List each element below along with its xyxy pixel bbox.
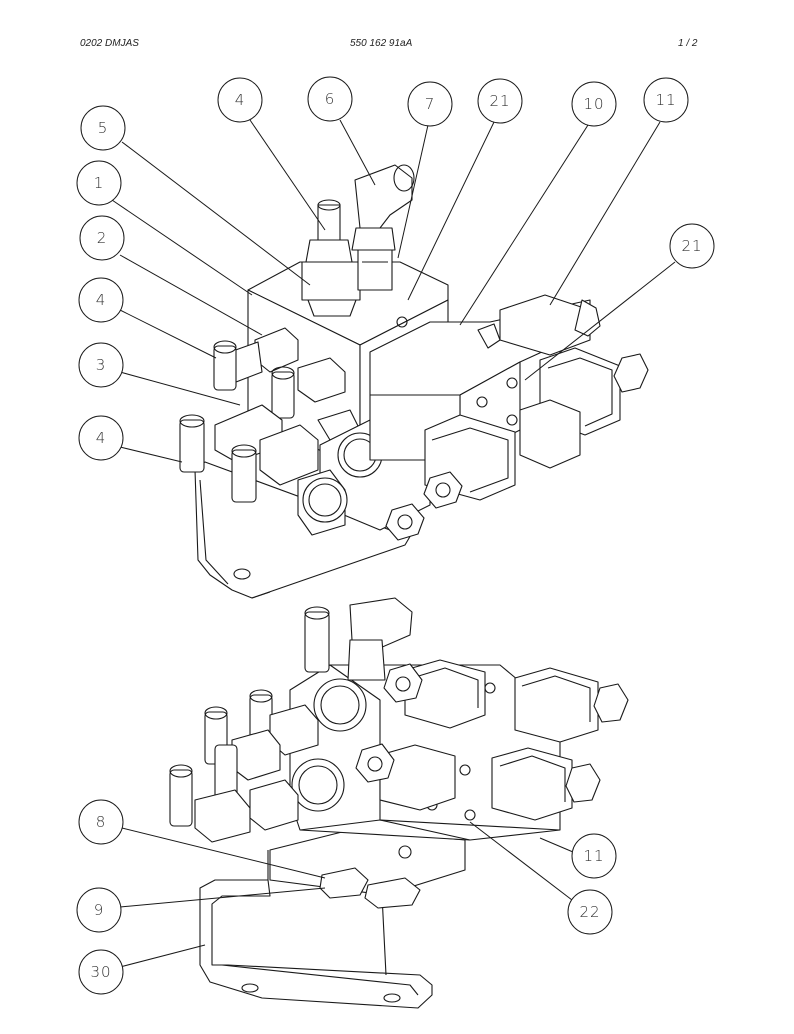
svg-text:30: 30 xyxy=(90,963,111,981)
bottom-top-fittings xyxy=(304,597,413,681)
svg-text:4: 4 xyxy=(96,291,107,309)
bottom-solenoids xyxy=(379,659,599,821)
bottom-left-fittings xyxy=(169,689,319,843)
svg-text:11: 11 xyxy=(655,91,676,109)
bottom-assembly xyxy=(169,597,629,1009)
bottom-mounting-bracket xyxy=(199,850,433,1009)
svg-text:21: 21 xyxy=(681,237,702,255)
svg-text:7: 7 xyxy=(425,95,436,113)
bottom-lower-block xyxy=(269,829,466,909)
bottom-cartridges xyxy=(291,678,367,812)
callout-bubble: 5 xyxy=(80,105,126,151)
svg-text:1: 1 xyxy=(94,174,105,192)
bottom-hex-nuts xyxy=(355,663,629,803)
callout-bubble: 4 xyxy=(78,415,124,461)
svg-text:21: 21 xyxy=(489,92,510,110)
header-drawing-code: 0202 DMJAS xyxy=(80,38,139,49)
svg-text:4: 4 xyxy=(235,91,246,109)
svg-text:2: 2 xyxy=(97,229,108,247)
callout-bubble: 6 xyxy=(307,76,353,122)
callout-bubble: 30 xyxy=(78,949,124,995)
top-fitting-elbow xyxy=(351,164,415,291)
top-fitting-straight xyxy=(301,199,361,317)
callout-bubble: 21 xyxy=(477,78,523,124)
svg-text:9: 9 xyxy=(94,901,105,919)
callout-bubble: 11 xyxy=(643,77,689,123)
callout-bubble: 4 xyxy=(78,277,124,323)
svg-text:10: 10 xyxy=(583,95,604,113)
top-hex-nuts xyxy=(385,299,649,541)
svg-text:4: 4 xyxy=(96,429,107,447)
callout-bubble: 2 xyxy=(79,215,125,261)
svg-text:5: 5 xyxy=(98,119,109,137)
svg-text:8: 8 xyxy=(96,813,107,831)
top-assembly xyxy=(179,164,649,599)
callout-bubble: 11 xyxy=(571,833,617,879)
svg-text:11: 11 xyxy=(583,847,604,865)
callout-bubble: 7 xyxy=(407,81,453,127)
svg-text:22: 22 xyxy=(579,903,600,921)
callout-bubbles: 4 6 7 21 10 11 5 1 2 21 4 3 4 8 11 9 22 … xyxy=(76,76,715,995)
callout-bubble: 8 xyxy=(78,799,124,845)
leader-lines xyxy=(111,119,676,968)
svg-text:6: 6 xyxy=(325,90,336,108)
top-left-fittings xyxy=(179,327,361,503)
svg-text:3: 3 xyxy=(96,356,107,374)
callout-bubble: 21 xyxy=(669,223,715,269)
header-page-number: 1 / 2 xyxy=(678,38,698,49)
callout-bubble: 9 xyxy=(76,887,122,933)
callout-bubble: 10 xyxy=(571,81,617,127)
callout-bubble: 22 xyxy=(567,889,613,935)
callout-bubble: 3 xyxy=(78,342,124,388)
callout-bubble: 4 xyxy=(217,77,263,123)
callout-bubble: 1 xyxy=(76,160,122,206)
header-part-number: 550 162 91aA xyxy=(350,38,413,49)
